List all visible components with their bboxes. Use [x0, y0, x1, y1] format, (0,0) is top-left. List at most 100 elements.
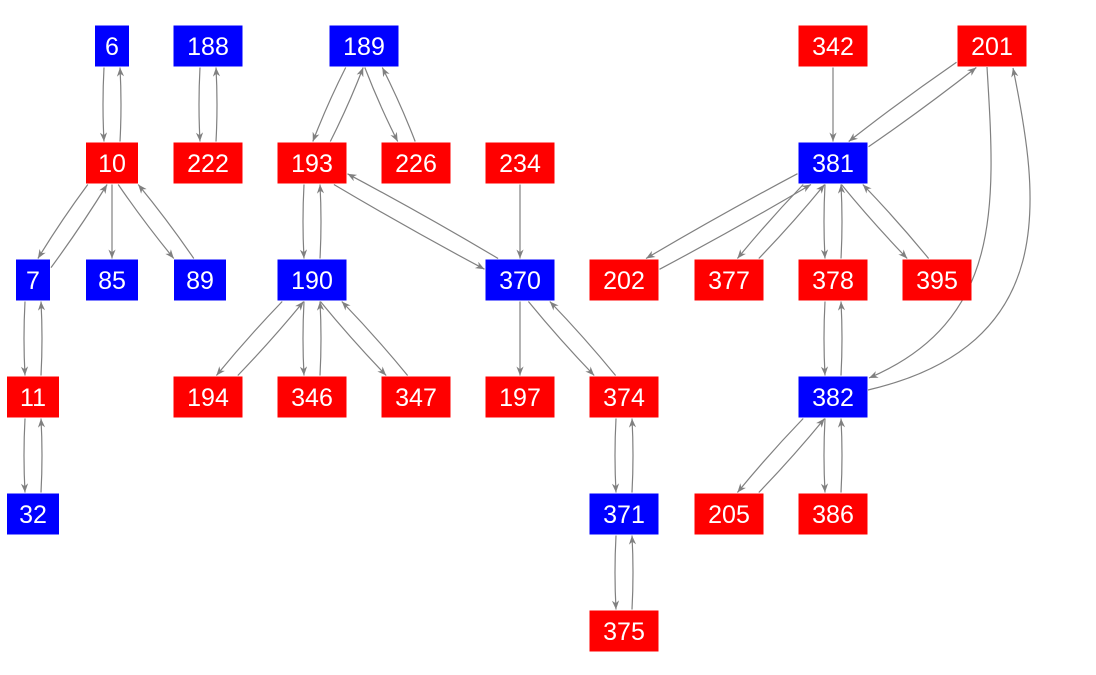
edge-arrow	[329, 67, 364, 142]
graph-node[interactable]: 234	[485, 142, 555, 184]
edge-arrow	[316, 184, 325, 259]
edge-arrow	[20, 301, 29, 376]
node-label: 6	[105, 33, 119, 61]
graph-node[interactable]: 188	[173, 25, 243, 67]
edge-arrow	[867, 67, 1031, 391]
graph-node[interactable]: 395	[902, 259, 972, 301]
node-label: 190	[291, 267, 333, 295]
node-label: 342	[812, 33, 854, 61]
edge-arrow	[840, 184, 908, 259]
graph-node[interactable]: 371	[589, 493, 659, 535]
graph-node[interactable]: 377	[694, 259, 764, 301]
node-label: 7	[26, 267, 40, 295]
edge-arrow	[299, 184, 308, 259]
edge-arrow	[736, 184, 804, 259]
edge-arrow	[628, 535, 637, 610]
node-box	[798, 259, 868, 301]
node-label: 205	[708, 501, 750, 529]
graph-node[interactable]: 197	[485, 376, 555, 418]
node-box	[86, 142, 138, 184]
node-label: 375	[603, 618, 645, 646]
edge-arrow	[212, 67, 221, 142]
graph-node[interactable]: 346	[277, 376, 347, 418]
node-label: 89	[186, 267, 214, 295]
graph-node[interactable]: 382	[798, 376, 868, 418]
graph-node[interactable]: 194	[173, 376, 243, 418]
graph-node[interactable]: 374	[589, 376, 659, 418]
node-label: 32	[19, 501, 47, 529]
node-box	[485, 142, 555, 184]
node-label: 194	[187, 384, 229, 412]
node-box	[173, 142, 243, 184]
node-box	[7, 493, 59, 535]
graph-node[interactable]: 381	[798, 142, 868, 184]
node-box	[798, 493, 868, 535]
graph-node[interactable]: 10	[86, 142, 138, 184]
node-label: 381	[812, 150, 854, 178]
edge-arrow	[37, 184, 89, 259]
graph-node[interactable]: 386	[798, 493, 868, 535]
node-label: 374	[603, 384, 645, 412]
edge-arrow	[37, 418, 46, 493]
graph-node[interactable]: 6	[95, 25, 129, 67]
graph-node[interactable]: 375	[589, 610, 659, 652]
edge-arrow	[611, 535, 620, 610]
graph-node[interactable]: 347	[381, 376, 451, 418]
graph-node[interactable]: 201	[957, 25, 1027, 67]
node-box	[957, 25, 1027, 67]
graph-node[interactable]: 89	[174, 259, 226, 301]
node-box	[589, 376, 659, 418]
graph-node[interactable]: 11	[7, 376, 59, 418]
node-box	[277, 376, 347, 418]
graph-node[interactable]: 222	[173, 142, 243, 184]
node-box	[173, 25, 243, 67]
node-box	[694, 493, 764, 535]
edge-arrow	[381, 67, 416, 142]
node-label: 378	[812, 267, 854, 295]
edge-arrow	[137, 184, 195, 259]
graph-node[interactable]: 85	[86, 259, 138, 301]
edge-arrow	[628, 418, 637, 493]
graph-node[interactable]: 205	[694, 493, 764, 535]
graph-node[interactable]: 189	[329, 25, 399, 67]
edge-arrow	[37, 301, 46, 376]
graph-node[interactable]: 342	[798, 25, 868, 67]
graph-node[interactable]: 370	[485, 259, 555, 301]
edge-arrow	[868, 66, 992, 379]
node-box	[16, 259, 50, 301]
edge-arrow	[758, 418, 826, 493]
node-box	[95, 25, 129, 67]
node-label: 377	[708, 267, 750, 295]
node-label: 189	[343, 33, 385, 61]
graph-node[interactable]: 226	[381, 142, 451, 184]
graph-node[interactable]: 190	[277, 259, 347, 301]
edge-arrow	[20, 418, 29, 493]
edge-arrow	[341, 301, 409, 376]
edge-arrow	[237, 301, 305, 376]
node-box	[798, 376, 868, 418]
node-label: 226	[395, 150, 437, 178]
edge-arrow	[549, 301, 617, 376]
graph-node[interactable]: 193	[277, 142, 347, 184]
edge-arrow	[645, 173, 798, 260]
node-label: 234	[499, 150, 541, 178]
graph-node[interactable]: 378	[798, 259, 868, 301]
edge-arrow	[364, 67, 399, 142]
graph-node[interactable]: 202	[589, 259, 659, 301]
node-box	[798, 25, 868, 67]
node-label: 193	[291, 150, 333, 178]
edge-arrow	[195, 67, 204, 142]
node-box	[329, 25, 399, 67]
node-label: 201	[971, 33, 1013, 61]
edge-arrow	[868, 67, 977, 148]
node-box	[589, 259, 659, 301]
edge-arrow	[117, 184, 175, 259]
graph-node[interactable]: 32	[7, 493, 59, 535]
node-box	[694, 259, 764, 301]
node-box	[798, 142, 868, 184]
node-box	[277, 259, 347, 301]
graph-node[interactable]: 7	[16, 259, 50, 301]
node-label: 85	[98, 267, 126, 295]
edge-arrow	[837, 418, 846, 493]
node-label: 382	[812, 384, 854, 412]
